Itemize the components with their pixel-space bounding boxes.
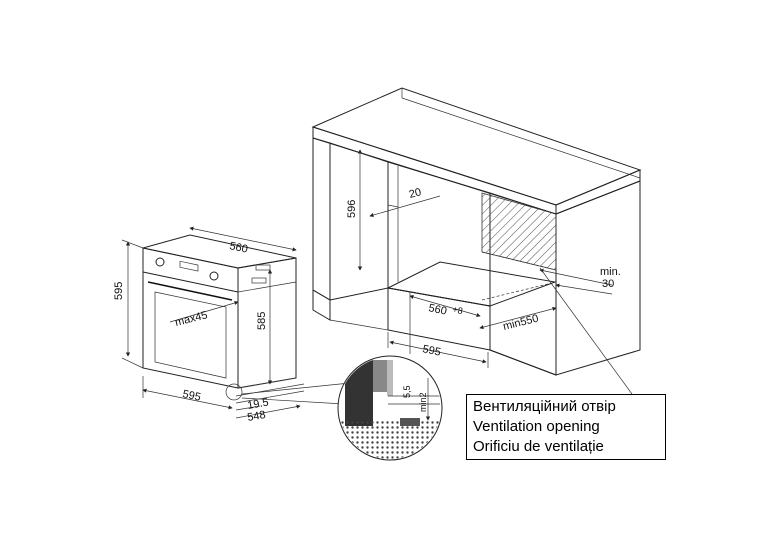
ventilation-legend: Вентиляційний отвір Ventilation opening … bbox=[466, 394, 666, 460]
legend-line-uk: Вентиляційний отвір bbox=[473, 398, 616, 415]
dim-vent-min-label: min. bbox=[600, 266, 621, 278]
legend-line-ro: Orificiu de ventilație bbox=[473, 438, 604, 455]
dim-detail-min: min2 bbox=[418, 392, 428, 412]
dim-niche-tolerance: +8 bbox=[452, 304, 464, 316]
dim-oven-front: 19.5 bbox=[246, 396, 269, 412]
dim-oven-width-top: 560 bbox=[228, 240, 248, 256]
dim-oven-height-left: 595 bbox=[113, 282, 125, 300]
dim-cabinet-height: 596 bbox=[346, 200, 358, 218]
dim-door-angle: max45 bbox=[174, 309, 209, 329]
dim-oven-height-inner: 585 bbox=[256, 312, 268, 330]
oven-drawing: 560 595 585 max45 595 19.5 548 bbox=[113, 226, 351, 424]
dim-cabinet-width: 595 bbox=[421, 343, 441, 359]
dim-vent-min-value: 30 bbox=[602, 278, 614, 290]
cabinet-drawing: 596 20 min. 30 560 +8 min550 595 bbox=[311, 87, 642, 395]
dim-cabinet-gap: 20 bbox=[408, 186, 423, 201]
legend-line-en: Ventilation opening bbox=[473, 418, 600, 435]
dim-detail-gap: 5,5 bbox=[402, 385, 412, 398]
detail-magnifier: 5,5 min2 bbox=[337, 355, 443, 461]
dim-oven-depth: 548 bbox=[246, 409, 266, 424]
dim-oven-width-bottom: 595 bbox=[181, 388, 201, 404]
dim-niche-depth: 560 bbox=[427, 302, 447, 318]
dim-min-depth: min550 bbox=[502, 313, 540, 333]
